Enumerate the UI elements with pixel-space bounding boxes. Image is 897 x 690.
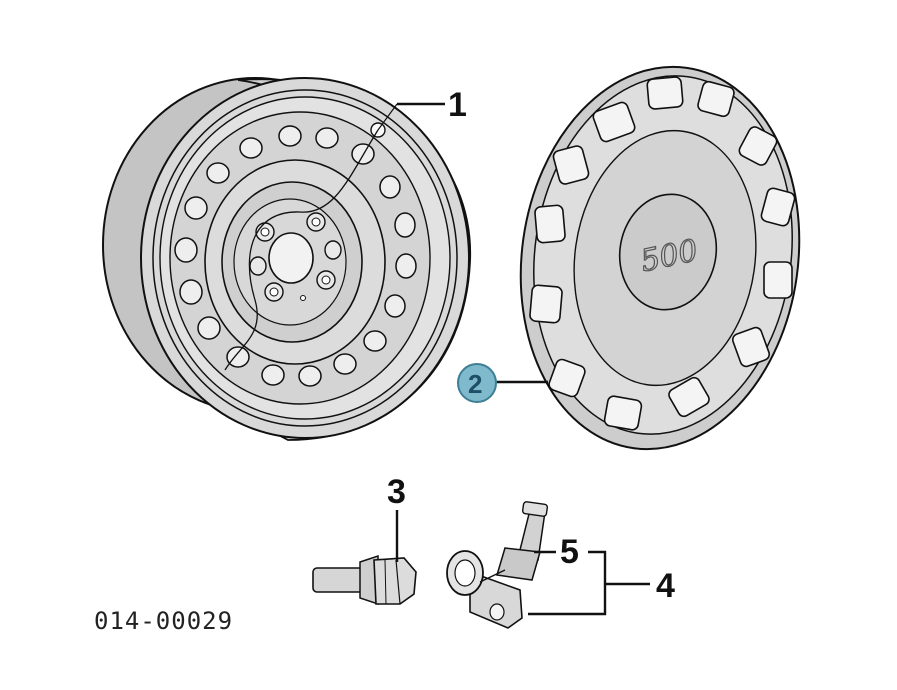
wheel-bolt-drawing	[312, 554, 417, 606]
leader-lines	[377, 102, 650, 616]
callout-1: 1	[448, 86, 467, 124]
callout-5: 5	[560, 533, 579, 571]
tpms-sensor-drawing	[446, 501, 549, 629]
callout-2: 2	[468, 369, 482, 399]
steel-wheel-drawing	[102, 77, 471, 441]
hubcap-drawing: 500	[519, 65, 801, 451]
callout-2-badge: 2	[457, 363, 497, 403]
callout-3: 3	[387, 473, 406, 511]
diagram-code: 014-00029	[94, 607, 233, 635]
callout-4: 4	[656, 567, 675, 605]
